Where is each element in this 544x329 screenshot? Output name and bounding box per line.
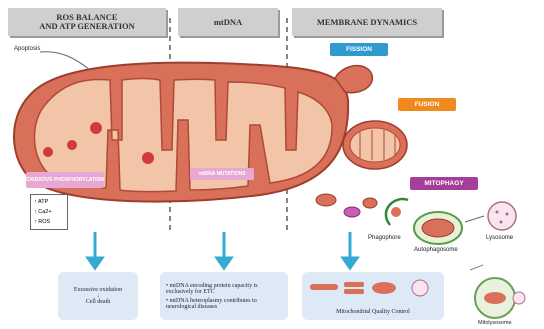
label-lysosome: Lysosome bbox=[486, 235, 513, 241]
ros-dot-1 bbox=[90, 122, 102, 134]
outcome-box-mtdna: • mtDNA encoding protein capacity is exc… bbox=[160, 272, 288, 320]
tag-fusion: FUSION bbox=[398, 98, 456, 111]
fragment-1 bbox=[316, 194, 336, 206]
outcome-box-ros: Excessive oxidation ↓ Cell death bbox=[58, 272, 138, 320]
label-phagophore: Phagophore bbox=[368, 235, 401, 241]
arrow-down-mtdna bbox=[217, 232, 231, 268]
apoptosis-pointer bbox=[40, 52, 90, 70]
outcome-mtdna-line1: • mtDNA encoding protein capacity is exc… bbox=[166, 283, 282, 295]
arrow-down-ros bbox=[88, 232, 102, 268]
quality-control-icons bbox=[308, 278, 438, 298]
label-autophagosome: Autophagosome bbox=[414, 247, 458, 253]
label-apoptosis: Apoptosis bbox=[14, 46, 40, 52]
tag-mitophagy: MITOPHAGY bbox=[410, 177, 478, 190]
ros-dot-4 bbox=[142, 152, 154, 164]
label-oxphos: OXIDATIVE PHOSPHORYLATION bbox=[26, 172, 104, 188]
lysosome bbox=[488, 202, 516, 230]
tag-fission: FISSION bbox=[330, 43, 388, 56]
legend-box: ↑ ATP ↑ Ca2+ ↑ ROS bbox=[30, 194, 68, 230]
outcome-box-membrane: Mitochondrial Quality Control bbox=[302, 272, 444, 320]
legend-ros: ↑ ROS bbox=[34, 217, 64, 227]
label-mitolysosome: Mitolysosome bbox=[478, 320, 512, 326]
fragment-2 bbox=[344, 207, 360, 217]
outcome-mtdna-line2: • mtDNA heteroplasmy contributes to neur… bbox=[166, 298, 282, 310]
fragment-3 bbox=[363, 198, 377, 208]
arrow-down-membrane bbox=[343, 232, 357, 268]
outcome-membrane-label: Mitochondrial Quality Control bbox=[336, 309, 410, 315]
arrow-to-lysosome bbox=[465, 216, 484, 222]
label-mtdna-mutations: mtDNA MUTATIONS bbox=[190, 168, 254, 180]
legend-ca: ↑ Ca2+ bbox=[34, 207, 64, 217]
outcome-ros-line2: Cell death bbox=[86, 299, 111, 305]
ros-dot-3 bbox=[43, 147, 53, 157]
legend-atp: ↑ ATP bbox=[34, 197, 64, 207]
ros-dot-2 bbox=[67, 140, 77, 150]
